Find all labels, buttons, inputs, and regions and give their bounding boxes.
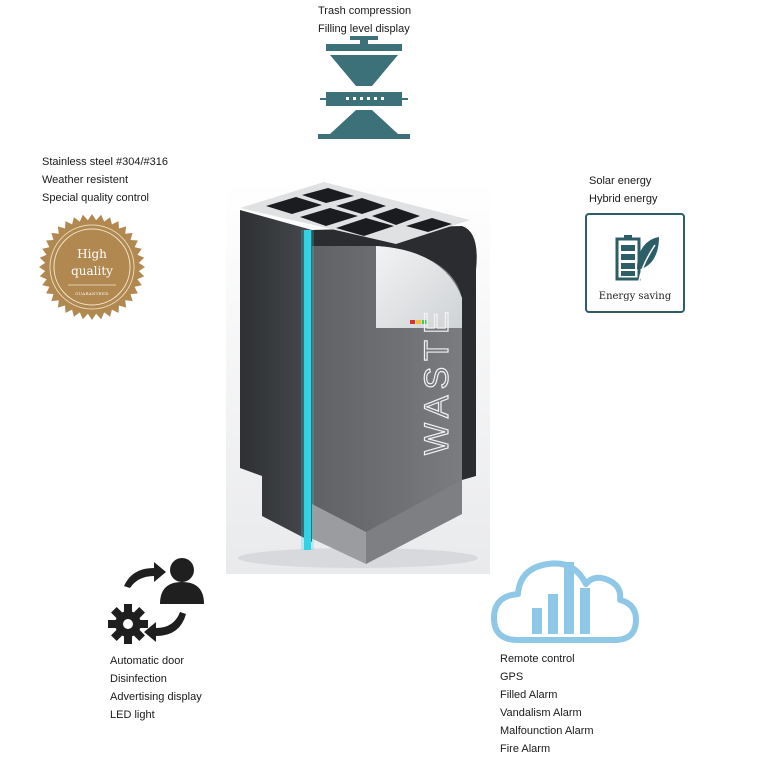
feature-text: Stainless steel #304/#316 [42,156,168,168]
waste-bin-product-image: WASTE [226,180,490,574]
energy-feature-list: Solar energy Hybrid energy [589,172,657,208]
quality-seal-badge: High quality GUARANTEED [38,213,146,321]
feature-text: Weather resistent [42,174,129,186]
seal-line-1: High [77,247,107,261]
feature-text: Special quality control [42,192,150,204]
feature-text: LED light [110,709,155,721]
feature-text: Trash compression [318,5,412,17]
feature-text: Filled Alarm [500,689,558,701]
compression-feature-list: Trash compression Filling level display [318,2,411,38]
remote-feature-list: Remote control GPS Filled Alarm Vandalis… [500,650,594,758]
cloud-data-icon [491,560,639,643]
feature-text: Solar energy [589,175,652,187]
seal-badge-icon [39,214,145,320]
feature-text: Automatic door [110,655,184,667]
door-feature-list: Automatic door Disinfection Advertising … [110,652,202,724]
trash-compression-icon [318,36,410,139]
user-gear-cycle-icon [108,558,204,644]
battery-leaf-icon [615,235,659,282]
energy-saving-label: Energy saving [598,291,672,302]
feature-text: Remote control [500,653,575,665]
feature-text: Disinfection [110,673,167,685]
feature-text: Vandalism Alarm [500,707,582,719]
waste-label: WASTE [418,305,456,455]
feature-text: Filling level display [318,23,410,35]
material-feature-list: Stainless steel #304/#316 Weather resist… [42,153,168,207]
feature-text: Fire Alarm [500,743,551,755]
feature-text: Advertising display [110,691,202,703]
energy-saving-card: Energy saving [585,213,685,313]
seal-line-2: quality [71,264,113,278]
feature-text: Malfounction Alarm [500,725,594,737]
seal-line-3: GUARANTEED [75,291,109,296]
feature-text: Hybrid energy [589,193,658,205]
feature-text: GPS [500,671,524,683]
